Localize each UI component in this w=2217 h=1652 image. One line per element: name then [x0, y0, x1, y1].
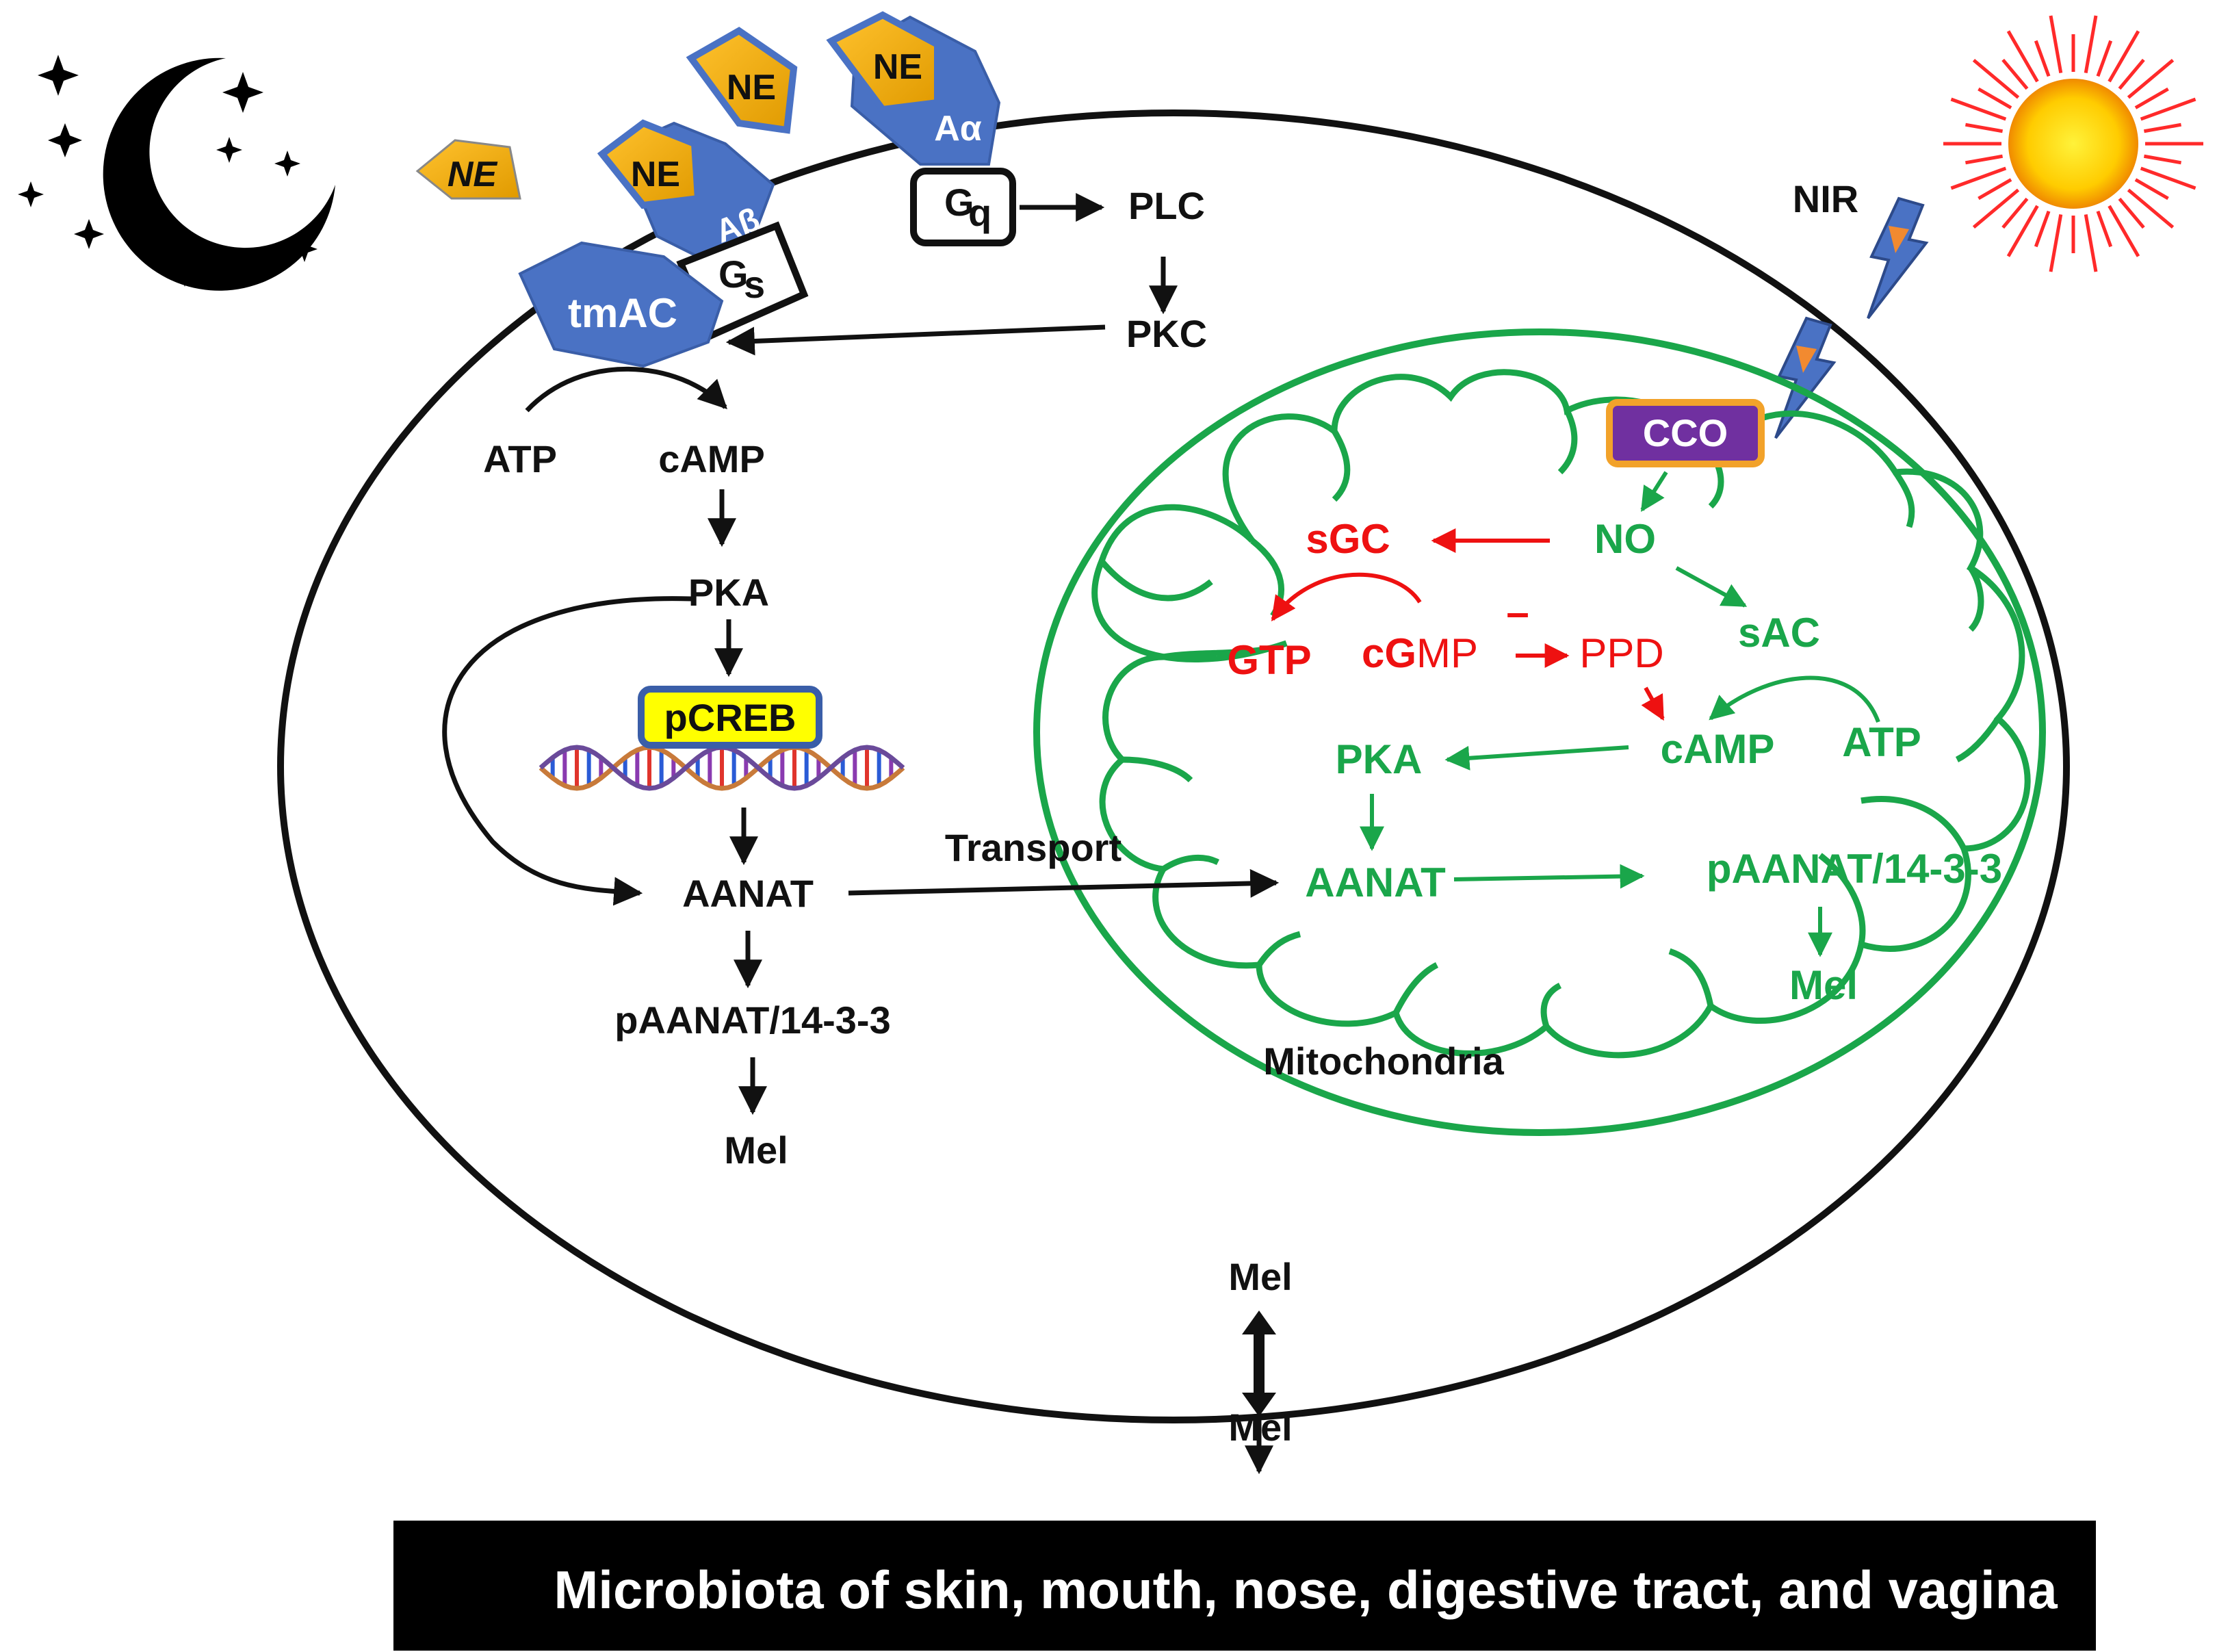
gq-subscript: q	[968, 191, 991, 234]
sun-ray	[2108, 30, 2140, 83]
cytosol-arrows	[442, 193, 1280, 1475]
moon-and-stars-icon	[18, 55, 335, 291]
sun-ray	[2034, 40, 2051, 77]
sun-disc	[2008, 79, 2138, 209]
plc-label: PLC	[1128, 184, 1205, 227]
pcreb-factor: pCREB	[638, 686, 822, 749]
ne-molecule-free-1: NE	[415, 139, 521, 200]
mito-camp-label: cAMP	[1661, 726, 1775, 772]
tmac-enzyme: tmAC	[518, 241, 724, 368]
mito-paanat-label: pAANAT/14-3-3	[1707, 846, 2002, 892]
gtp-label: GTP	[1227, 637, 1311, 683]
mel-outside-label: Mel	[1228, 1406, 1292, 1449]
mitochondrion-outer-membrane	[1033, 328, 2046, 1136]
no-label: NO	[1594, 516, 1656, 562]
sgc-label: sGC	[1306, 516, 1390, 562]
a-alpha-label: Aα	[934, 109, 982, 149]
paanat-label: pAANAT/14-3-3	[614, 998, 890, 1042]
cgmp-mp: MP	[1416, 630, 1478, 676]
cgmp-g: G	[1384, 630, 1416, 676]
mitochondria-arrows	[1271, 471, 1880, 957]
ppd-label: PPD	[1579, 630, 1663, 676]
gs-label: G	[718, 253, 749, 296]
mito-mel-label: Mel	[1789, 962, 1858, 1008]
pcreb-label: pCREB	[664, 696, 796, 739]
sun-ray	[1965, 154, 2004, 165]
sun-icon	[1943, 15, 2203, 272]
membrane-double-arrow	[1242, 1311, 1276, 1417]
sun-ray	[1978, 87, 2012, 109]
sun-ray	[2127, 58, 2175, 99]
sun-ray	[2108, 205, 2140, 257]
sun-ray	[2049, 15, 2063, 74]
gs-subscript: s	[744, 263, 765, 306]
ne-label: NE	[727, 68, 776, 107]
mito-atp-label: ATP	[1842, 719, 1921, 765]
sun-ray	[2084, 214, 2098, 272]
atp-label: ATP	[483, 437, 557, 480]
sun-ray	[2143, 122, 2182, 133]
sun-ray	[1972, 58, 2020, 99]
mitochondrion-inner-membrane	[1091, 369, 2031, 1059]
sun-ray	[2118, 197, 2145, 229]
a-beta-receptor: NE Aβ	[597, 119, 775, 259]
sgc-gc: GC	[1329, 516, 1390, 562]
mitochondria-label: Mitochondria	[1263, 1040, 1504, 1083]
sun-ray	[1978, 178, 2012, 201]
ne-label: NE	[631, 155, 680, 194]
cgmp-label: cGMP	[1362, 630, 1478, 676]
pkc-label: PKC	[1126, 312, 1207, 355]
sun-ray	[2134, 87, 2169, 109]
sun-ray	[2134, 178, 2169, 201]
sun-ray	[2084, 15, 2098, 74]
cco-complex: CCO	[1606, 399, 1765, 467]
sun-ray	[2001, 58, 2029, 90]
mito-pka-label: PKA	[1336, 736, 1423, 782]
a-alpha-receptor: NE Aα	[826, 11, 1001, 166]
mito-aanat-label: AANAT	[1305, 860, 1446, 905]
sun-ray	[2143, 154, 2182, 165]
sun-ray	[2001, 197, 2029, 229]
cgmp-c: c	[1362, 630, 1384, 676]
sun-ray	[1950, 166, 2007, 190]
sun-ray	[2049, 214, 2063, 272]
sac-label: sAC	[1738, 610, 1820, 656]
pka-label: PKA	[688, 571, 769, 614]
sun-ray	[2118, 58, 2145, 90]
sun-ray	[2006, 30, 2039, 83]
dna-strand	[539, 745, 905, 791]
tmac-label: tmAC	[568, 290, 677, 336]
cco-label: CCO	[1643, 411, 1728, 454]
sun-ray	[2006, 205, 2039, 257]
ne-label: NE	[873, 47, 922, 87]
microbiota-banner: Microbiota of skin, mouth, nose, digesti…	[393, 1521, 2096, 1651]
gq-label: G	[944, 181, 974, 224]
sun-ray	[2140, 97, 2196, 121]
sun-ray	[2096, 210, 2113, 248]
sgc-s: s	[1306, 516, 1328, 562]
mel-label: Mel	[724, 1128, 788, 1172]
transport-label: Transport	[945, 826, 1122, 869]
mitochondrion-cristae	[1099, 409, 2001, 1028]
gq-protein: G q	[910, 168, 1016, 246]
sun-ray	[2096, 40, 2113, 77]
sun-ray	[2034, 210, 2051, 248]
sun-ray	[2127, 188, 2175, 229]
cell-membrane	[277, 109, 2070, 1423]
sun-ray	[1965, 122, 2004, 133]
sun-ray	[1972, 188, 2020, 229]
camp-label: cAMP	[658, 437, 765, 480]
sun-ray	[2140, 166, 2196, 190]
ne-molecule-free-2: NE	[686, 27, 798, 134]
sun-ray	[1950, 97, 2007, 121]
ne-label: NE	[448, 155, 498, 194]
lightning-icon	[1774, 196, 1929, 439]
aanat-label: AANAT	[682, 872, 814, 915]
inhibition-sign: –	[1506, 589, 1529, 635]
nir-label: NIR	[1793, 177, 1858, 220]
mel-inside-label: Mel	[1228, 1255, 1292, 1298]
dna-helix-icon	[539, 745, 905, 791]
banner-text: Microbiota of skin, mouth, nose, digesti…	[554, 1560, 2058, 1620]
